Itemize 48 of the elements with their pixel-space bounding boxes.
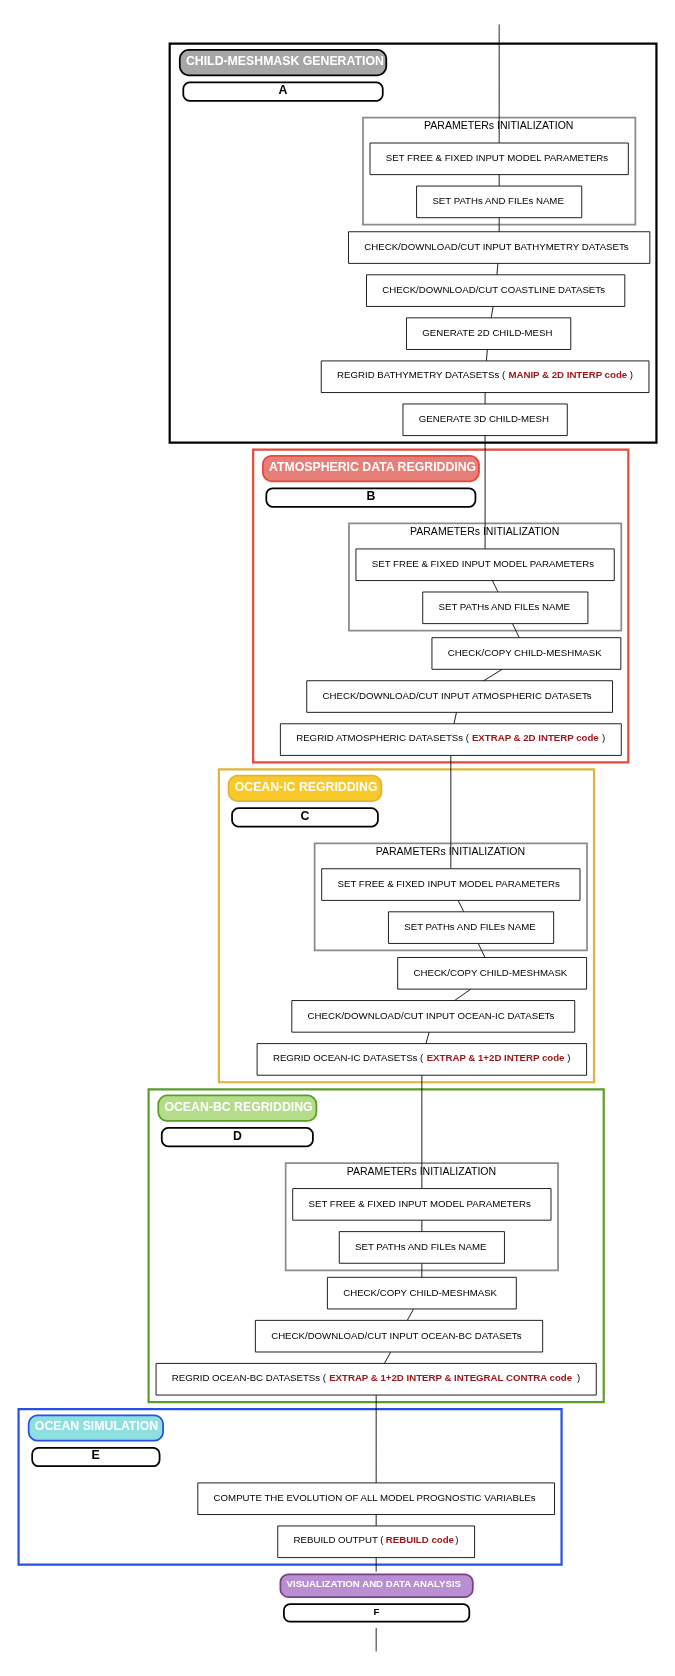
connector (375, 1557, 377, 1573)
node-box: CHECK/DOWNLOAD/CUT INPUT ATMOSPHERIC DATASETs (306, 680, 613, 713)
connector (453, 712, 457, 725)
node-box: REGRID OCEAN-IC DATASETSs (EXTRAP & 1+2D INTERP code) (256, 1043, 588, 1076)
connector (384, 1351, 392, 1364)
connector (496, 263, 499, 276)
node-box: SET FREE & FIXED INPUT MODEL PARAMETERs (355, 548, 615, 581)
node-box: REGRID OCEAN-BC DATASETSs (EXTRAP & 1+2D INTERP & INTEGRAL CONTRA code) (155, 1363, 597, 1396)
connector (375, 1514, 377, 1527)
connector (484, 435, 486, 550)
node-box: SET FREE & FIXED INPUT MODEL PARAMETERs (321, 868, 581, 901)
connector (421, 1219, 423, 1232)
node-box: GENERATE 3D CHILD-MESH (402, 403, 568, 437)
node-box: SET PATHs AND FILEs NAME (416, 185, 583, 219)
node-box: SET PATHs AND FILEs NAME (422, 591, 589, 625)
connector (421, 1263, 423, 1278)
connector (485, 349, 488, 362)
node-box: REBUILD OUTPUT (REBUILD code) (277, 1525, 475, 1559)
node-box: REGRID BATHYMETRY DATASETSs (MANIP & 2D INTERP code) (320, 360, 650, 393)
node-box: COMPUTE THE EVOLUTION OF ALL MODEL PROGNOSTIC VARIABLEs (197, 1482, 555, 1515)
node-box: SET PATHs AND FILEs NAME (388, 911, 555, 944)
node-box: CHECK/DOWNLOAD/CUT INPUT OCEAN-BC DATASETs (254, 1319, 544, 1353)
node-box: SET FREE & FIXED INPUT MODEL PARAMETERs (292, 1188, 552, 1221)
node-box: CHECK/DOWNLOAD/CUT INPUT BATHYMETRY DATASETs (348, 231, 651, 264)
connector (498, 217, 500, 233)
connector (498, 174, 500, 187)
connector (421, 1074, 423, 1189)
node-box: CHECK/DOWNLOAD/CUT INPUT OCEAN-IC DATASETs (291, 1000, 576, 1033)
connector (406, 1308, 414, 1321)
connector (454, 988, 471, 1001)
connector (457, 900, 465, 913)
connector (483, 669, 503, 682)
connector (490, 306, 494, 319)
connector (484, 392, 486, 405)
connector (512, 623, 520, 639)
connector (477, 943, 486, 958)
node-box: REGRID ATMOSPHERIC DATASETSs (EXTRAP & 2D INTERP code) (279, 723, 622, 756)
connector (375, 1394, 377, 1484)
connector (450, 755, 452, 869)
node-box: SET PATHs AND FILEs NAME (338, 1231, 505, 1264)
node-box: GENERATE 2D CHILD-MESH (406, 317, 572, 350)
node-box: CHECK/COPY CHILD-MESHMASK (431, 637, 622, 670)
node-box: SET FREE & FIXED INPUT MODEL PARAMETERs (369, 142, 629, 176)
connector (492, 580, 499, 593)
node-box: CHECK/COPY CHILD-MESHMASK (326, 1276, 517, 1310)
connector (425, 1031, 430, 1044)
node-box: CHECK/DOWNLOAD/CUT COASTLINE DATASETs (366, 274, 626, 307)
node-box: CHECK/COPY CHILD-MESHMASK (397, 957, 588, 990)
